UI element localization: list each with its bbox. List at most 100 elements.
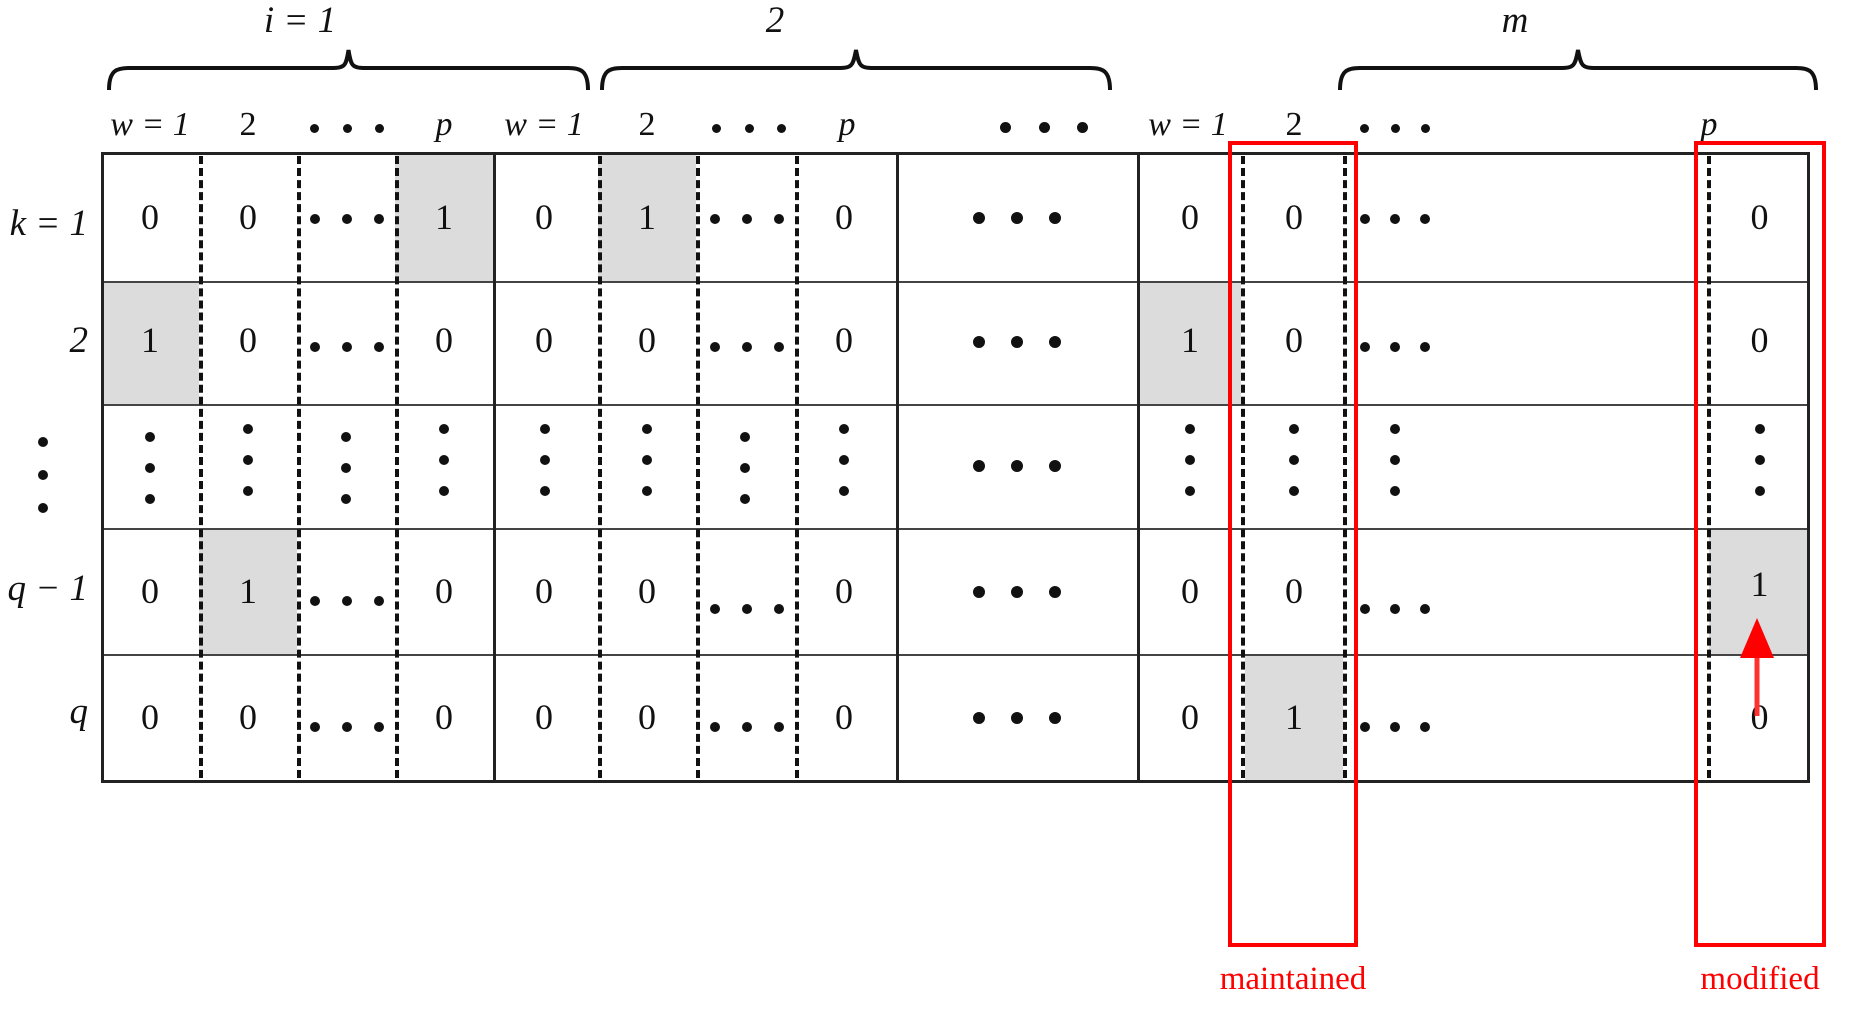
cell-r3-c4: 0 [535,571,553,611]
grid-vline-group1-group2 [493,152,496,783]
cell-r1-c6-dots [710,342,784,352]
col-header-gm-w1: w = 1 [1148,106,1228,143]
grid-vdash-g1-c1 [199,156,203,778]
cell-r3-c9: 0 [1181,571,1199,611]
cell-r1-c0: 1 [141,320,159,360]
brace-group-2 [600,48,1112,91]
cell-r0-c12: 0 [1750,197,1769,237]
grid-vdash-g1-c2 [297,156,301,778]
cell-r0-c0: 0 [141,197,159,237]
col-header-g2-p: p [838,106,856,143]
cell-r0-c3: 1 [435,197,453,237]
cell-r0-c11-dots [1360,214,1430,224]
annotation-label-maintained: maintained [1219,961,1367,997]
row-label-2: 2 [69,320,89,361]
cell-r2-c3-vdots [439,424,449,496]
cell-r3-c11-dots [1360,604,1430,614]
grid-vline-left-border [101,152,104,783]
shaded-cell-r0-c5 [598,152,696,281]
brace-label-group-m: m [1501,0,1529,41]
cell-r1-c5: 0 [638,320,656,360]
cell-r4-c4: 0 [535,697,553,737]
cell-r1-c10: 0 [1285,320,1303,360]
grid-vdash-g2-c2 [696,156,700,778]
cell-r3-c6-dots [710,604,784,614]
cell-r4-c7: 0 [835,697,853,737]
cell-r2-c8-dots [973,460,1061,472]
cell-r0-c7: 0 [835,197,853,237]
cell-r2-c10-vdots [1289,424,1299,496]
cell-r4-c1: 0 [239,697,257,737]
col-header-g1-dots [310,124,384,133]
cell-r1-c4: 0 [535,320,553,360]
col-header-group-ellipsis [1000,122,1088,133]
cell-r4-c5: 0 [638,697,656,737]
cell-r3-c8-dots [973,586,1061,598]
cell-r0-c4: 0 [535,197,553,237]
grid-line-r1 [101,281,1810,283]
cell-r4-c8-dots [973,712,1061,724]
cell-r0-c10: 0 [1285,197,1303,237]
cell-r4-c3: 0 [435,697,453,737]
col-header-g1-p: p [435,106,453,143]
cell-r4-c6-dots [710,722,784,732]
cell-r0-c6-dots [710,214,784,224]
highlight-box-modified [1694,141,1826,947]
cell-r1-c12: 0 [1750,320,1769,360]
cell-r0-c1: 0 [239,197,257,237]
cell-r0-c5: 1 [638,197,656,237]
cell-r3-c1: 1 [239,571,257,611]
row-label-qminus1: q − 1 [7,568,88,609]
cell-r2-c4-vdots [540,424,550,496]
cell-r0-c2-dots [310,214,384,224]
cell-r3-c12: 1 [1750,564,1769,604]
cell-r2-c0-vdots [145,432,155,504]
grid-vline-ellipsis-groupm [1137,152,1140,783]
cell-r2-c7-vdots [839,424,849,496]
col-header-gm-2: 2 [1285,106,1303,143]
row-label-q: q [69,691,89,732]
grid-vdash-g2-c1 [598,156,602,778]
cell-r4-c0: 0 [141,697,159,737]
cell-r3-c5: 0 [638,571,656,611]
brace-group-1 [107,48,590,91]
col-header-g1-2: 2 [239,106,257,143]
brace-label-group-2: 2 [765,0,785,41]
grid-vline-right-border [1807,152,1810,783]
cell-r1-c3: 0 [435,320,453,360]
cell-r0-c8-dots [973,212,1061,224]
cell-r2-c12-vdots [1755,424,1765,496]
cell-r2-c9-vdots [1185,424,1195,496]
shaded-cell-r3-c1 [199,528,297,654]
grid-vdash-gm-c2 [1343,156,1347,778]
grid-vdash-g1-c3 [395,156,399,778]
highlight-box-maintained [1228,141,1358,947]
grid-vline-group2-ellipsis [896,152,899,783]
cell-r1-c11-dots [1360,342,1430,352]
cell-r3-c10: 0 [1285,571,1303,611]
col-header-gm-p: p [1700,106,1718,143]
grid-line-r4 [101,654,1810,656]
cell-r3-c7: 0 [835,571,853,611]
cell-r4-c9: 0 [1181,697,1199,737]
cell-r4-c11-dots [1360,722,1430,732]
shaded-cell-r1-c0 [101,281,199,404]
grid-line-r3 [101,528,1810,530]
brace-label-group-1: i = 1 [263,0,337,41]
row-label-k1: k = 1 [9,203,88,244]
cell-r3-c3: 0 [435,571,453,611]
grid-line-top [101,152,1810,155]
cell-r1-c8-dots [973,336,1061,348]
shaded-cell-r4-c10 [1245,654,1343,780]
cell-r3-c2-dots [310,596,384,606]
col-header-g2-w1: w = 1 [504,106,584,143]
cell-r0-c9: 0 [1181,197,1199,237]
grid-vdash-gm-c1 [1241,156,1245,778]
cell-r1-c9: 1 [1181,320,1199,360]
row-label-ellipsis [38,437,48,513]
grid-line-r2 [101,404,1810,406]
modified-cell-arrow-icon [1736,616,1778,716]
cell-r1-c7: 0 [835,320,853,360]
annotation-label-modified: modified [1700,961,1820,997]
